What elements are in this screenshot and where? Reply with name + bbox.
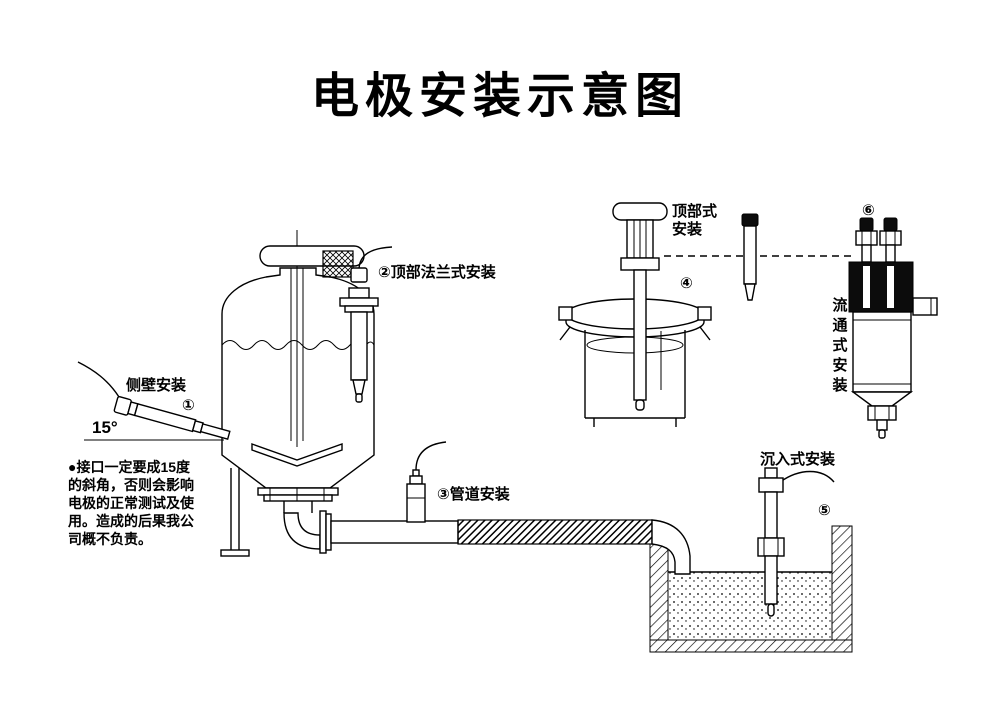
label-top-mount: 安装: [672, 220, 703, 238]
holder-tube: [633, 269, 647, 401]
spare-electrode: [741, 213, 759, 301]
warning-note: ●接口一定要成15度 的斜角，否则会影响 电极的正常测试及使 用。造成的后果我公…: [68, 459, 195, 547]
drain-elbow: [283, 501, 332, 554]
pit: [649, 519, 853, 653]
outfall-spout: [651, 519, 691, 575]
note-line: 的斜角，否则会影响: [68, 477, 194, 493]
pit-floor: [649, 639, 853, 653]
pipeline-electrode: ③管道安装: [406, 441, 511, 523]
bottom-flange: [257, 487, 339, 502]
cell-head: [848, 261, 914, 313]
top-mount-assembly: 顶部式 安装 ④: [558, 202, 852, 427]
horizontal-pipe: [330, 520, 459, 544]
note-line: ●接口一定要成15度: [68, 459, 191, 475]
lid-clamps: [559, 326, 711, 341]
svg-text:式: 式: [832, 336, 847, 354]
svg-text:安: 安: [832, 356, 847, 374]
pit-liquid: [668, 572, 832, 640]
note-line: 用。造成的后果我公: [68, 513, 194, 529]
cable-gland: [855, 217, 878, 263]
discharge-pipe: [457, 519, 653, 545]
electrode-cable: [415, 441, 447, 471]
cell-body: [852, 311, 912, 393]
marker-1: ①: [182, 397, 195, 414]
vessel-body: [584, 330, 686, 427]
top-flange-electrode: ②顶部法兰式安装: [339, 246, 497, 403]
lid-plug: [322, 250, 354, 278]
label-angle: 15°: [92, 418, 118, 437]
cable-gland: [879, 217, 902, 263]
pit-left-wall: [649, 543, 669, 641]
label-top-flange: ②顶部法兰式安装: [378, 263, 497, 281]
svg-text:流: 流: [832, 296, 847, 314]
electrode-bulb: [635, 399, 645, 411]
label-side-wall: 侧壁安装: [126, 376, 187, 394]
label-pipeline: ③管道安装: [437, 485, 511, 503]
marker-4: ④: [680, 275, 693, 292]
marker-6: ⑥: [862, 202, 875, 219]
page-title: 电极安装示意图: [311, 70, 689, 123]
pit-right-wall: [831, 525, 853, 641]
electrode-cable: [779, 470, 835, 483]
label-submerged: 沉入式安装: [760, 450, 836, 468]
main-tank: [220, 230, 459, 557]
submerged-electrode: 沉入式安装 ⑤: [757, 450, 836, 617]
label-flow-through: 流 通 式 安 装: [831, 296, 848, 394]
tank-leg: [220, 468, 250, 557]
label-top-mount: 顶部式: [672, 202, 717, 220]
flow-through-cell: ⑥ 流 通 式 安: [831, 202, 938, 439]
svg-text:装: 装: [831, 376, 848, 394]
holder-cap: [612, 202, 668, 221]
note-line: 电极的正常测试及使: [68, 495, 195, 511]
agitator-blade: [251, 443, 343, 467]
note-line: 司概不负责。: [68, 531, 152, 547]
electrode-cable: [77, 361, 120, 398]
electrode-cable: [358, 246, 393, 271]
holder-collar: [620, 257, 660, 271]
side-wall-electrode: 侧壁安装 ① 15°: [77, 361, 231, 441]
outlet-pipe: [912, 297, 938, 316]
svg-text:通: 通: [832, 317, 847, 334]
marker-5: ⑤: [818, 502, 831, 519]
